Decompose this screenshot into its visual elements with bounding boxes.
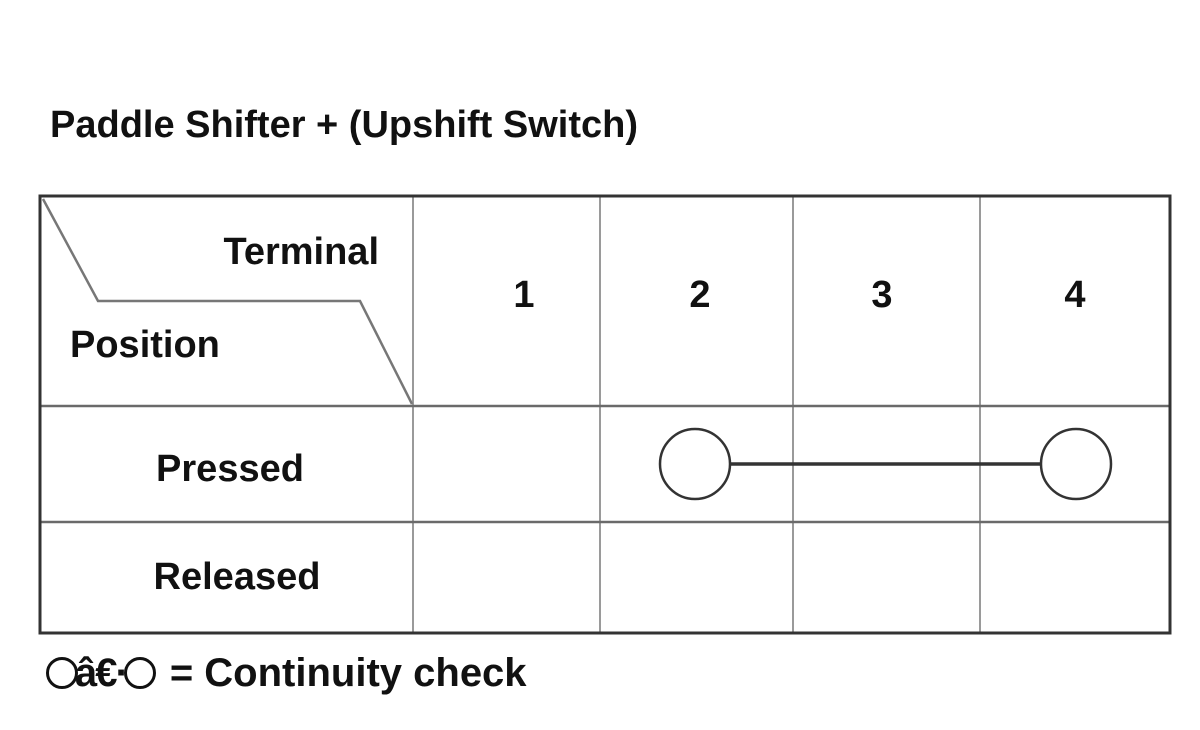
terminal-2-header: 2 xyxy=(689,274,710,316)
continuity-circle-terminal-4 xyxy=(1039,427,1113,501)
diagram-title: Paddle Shifter + (Upshift Switch) xyxy=(50,104,638,146)
position-header-label: Position xyxy=(70,324,220,366)
terminal-header-label: Terminal xyxy=(223,231,379,273)
terminal-1-header: 1 xyxy=(513,274,534,316)
row-label-pressed: Pressed xyxy=(156,448,304,490)
continuity-circle-terminal-2 xyxy=(658,427,732,501)
legend: â€· = Continuity check xyxy=(46,648,527,698)
legend-symbol-middle: â€· xyxy=(75,650,129,695)
terminal-3-header: 3 xyxy=(871,274,892,316)
row-label-released: Released xyxy=(154,556,321,598)
legend-text: = Continuity check xyxy=(169,650,527,695)
table-border xyxy=(38,194,1172,635)
legend-circle-icon xyxy=(123,657,156,689)
continuity-symbol: â€· xyxy=(46,651,156,696)
terminal-4-header: 4 xyxy=(1064,274,1085,316)
legend-circle-icon xyxy=(46,657,78,689)
corner-divider xyxy=(41,198,414,405)
